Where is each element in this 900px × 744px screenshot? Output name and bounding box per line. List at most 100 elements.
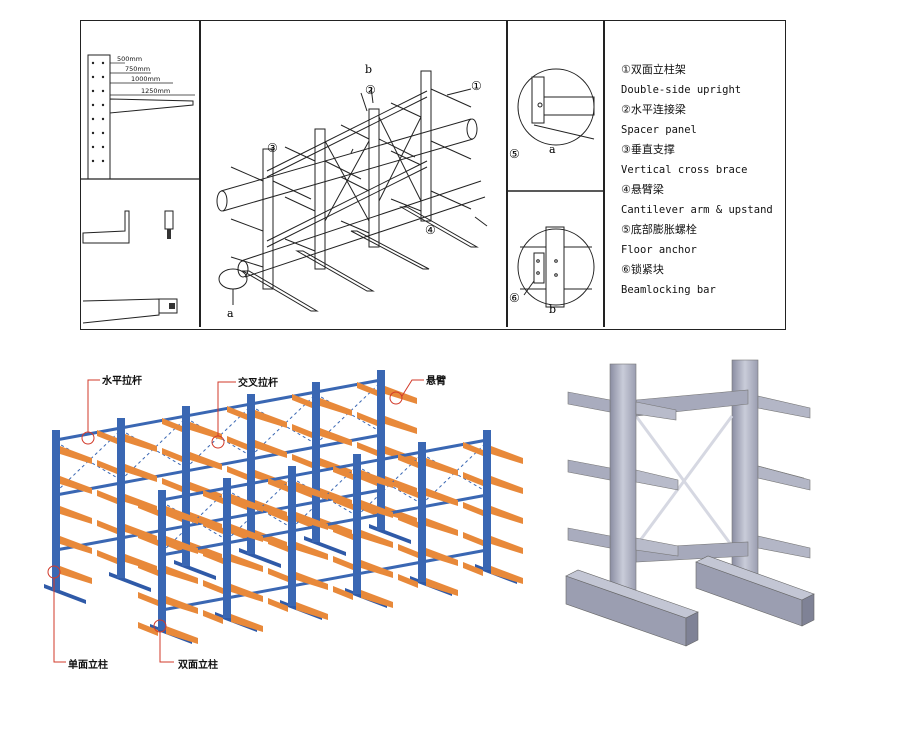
cantilever-arm <box>268 508 288 522</box>
cantilever-arm <box>231 584 263 602</box>
cantilever-arm <box>491 536 523 554</box>
callout-3: ③ <box>267 141 278 155</box>
cantilever-arm <box>292 454 312 468</box>
cantilever-arm <box>296 482 328 500</box>
cantilever-arm <box>166 536 198 554</box>
cantilever-arm <box>491 566 523 584</box>
detail-drawings <box>508 68 603 308</box>
cantilever-arm <box>60 446 92 464</box>
cantilever-arm <box>292 394 312 408</box>
cantilever-arm <box>463 442 483 456</box>
cantilever-arm <box>463 562 483 576</box>
callout-1: ① <box>471 79 482 93</box>
cantilever-arm <box>166 626 198 644</box>
legend-en-3: Vertical cross brace <box>621 164 748 176</box>
cantilever-arm <box>296 572 328 590</box>
legend-cn-5: ⑤底部膨胀螺栓 <box>621 223 697 236</box>
cantilever-arm <box>166 566 198 584</box>
cantilever-arm <box>463 472 483 486</box>
upright <box>182 406 190 566</box>
horizontal-tie <box>55 488 382 552</box>
cantilever-arm <box>203 520 223 534</box>
cantilever-arm <box>97 520 117 534</box>
cantilever-arm <box>203 490 223 504</box>
upright <box>158 490 166 630</box>
cantilever-arm <box>125 464 157 482</box>
cantilever-arm <box>97 460 117 474</box>
legend-en-4: Cantilever arm & upstand <box>621 204 773 216</box>
upright <box>483 430 491 570</box>
callout-6: ⑥ <box>509 291 520 305</box>
callout-b-main: b <box>365 63 373 76</box>
cantilever-arm <box>333 496 353 510</box>
cantilever-arm <box>333 556 353 570</box>
cantilever-arm <box>138 532 158 546</box>
cantilever-arm <box>97 490 117 504</box>
label-cross-brace: 交叉拉杆 <box>238 378 278 389</box>
technical-drawing-panel: 500mm 750mm 1000mm 1250mm <box>80 20 786 330</box>
upright <box>117 418 125 578</box>
cantilever-arm <box>491 446 523 464</box>
cantilever-arm <box>361 530 393 548</box>
cantilever-arm <box>231 554 263 572</box>
dim-1250: 1250mm <box>141 87 170 95</box>
cantilever-arm <box>296 512 328 530</box>
colored-cantilever-rack-diagram <box>44 370 523 663</box>
cantilever-arm <box>138 562 158 576</box>
horizontal-tie <box>161 548 488 612</box>
cantilever-arm <box>138 592 158 606</box>
callout-b-detail: b <box>549 303 557 316</box>
horizontal-tie <box>161 438 488 502</box>
cantilever-arm <box>491 506 523 524</box>
divider <box>603 21 605 327</box>
cantilever-arm <box>255 410 287 428</box>
divider <box>506 21 508 327</box>
parts-legend: ①双面立柱架 Double-side upright ②水平连接梁 Spacer… <box>621 63 781 303</box>
cantilever-arm <box>333 466 353 480</box>
cantilever-arm <box>231 524 263 542</box>
cantilever-arm <box>190 452 222 470</box>
cantilever-arm <box>227 436 247 450</box>
cantilever-arm <box>125 434 157 452</box>
cantilever-arm <box>426 548 458 566</box>
cantilever-arm <box>361 590 393 608</box>
cantilever-arm <box>398 544 418 558</box>
cantilever-arm <box>463 532 483 546</box>
upright <box>312 382 320 542</box>
cantilever-arm <box>398 574 418 588</box>
cantilever-arm <box>357 442 377 456</box>
cantilever-arm <box>491 476 523 494</box>
cantilever-arm <box>426 488 458 506</box>
cantilever-arm <box>97 430 117 444</box>
cantilever-arm <box>361 560 393 578</box>
cantilever-arm <box>320 398 352 416</box>
cantilever-arm <box>296 602 328 620</box>
cantilever-arm <box>268 478 288 492</box>
cantilever-arm <box>138 502 158 516</box>
cantilever-arm <box>333 526 353 540</box>
upright <box>52 430 60 590</box>
cantilever-arm <box>361 470 393 488</box>
dim-750: 750mm <box>125 65 150 73</box>
upright-dimension-drawing: 500mm 750mm 1000mm 1250mm <box>81 54 199 324</box>
cantilever-arm <box>268 598 288 612</box>
cantilever-arm <box>320 428 352 446</box>
upright <box>247 394 255 554</box>
cantilever-arm <box>166 596 198 614</box>
cantilever-arm <box>463 502 483 516</box>
cantilever-arm <box>398 484 418 498</box>
legend-en-1: Double-side upright <box>621 84 742 96</box>
legend-en-2: Spacer panel <box>621 124 697 136</box>
cantilever-arm <box>60 476 92 494</box>
upright-base <box>109 572 151 592</box>
cantilever-arm <box>190 422 222 440</box>
cantilever-arm <box>97 550 117 564</box>
cantilever-arm <box>357 382 377 396</box>
cantilever-arm <box>203 610 223 624</box>
cantilever-arm <box>162 478 182 492</box>
legend-cn-4: ④悬臂梁 <box>621 183 664 196</box>
cantilever-arm <box>166 506 198 524</box>
label-single-upright: 单面立柱 <box>68 660 108 671</box>
upright <box>223 478 231 618</box>
legend-cn-2: ②水平连接梁 <box>621 103 686 116</box>
